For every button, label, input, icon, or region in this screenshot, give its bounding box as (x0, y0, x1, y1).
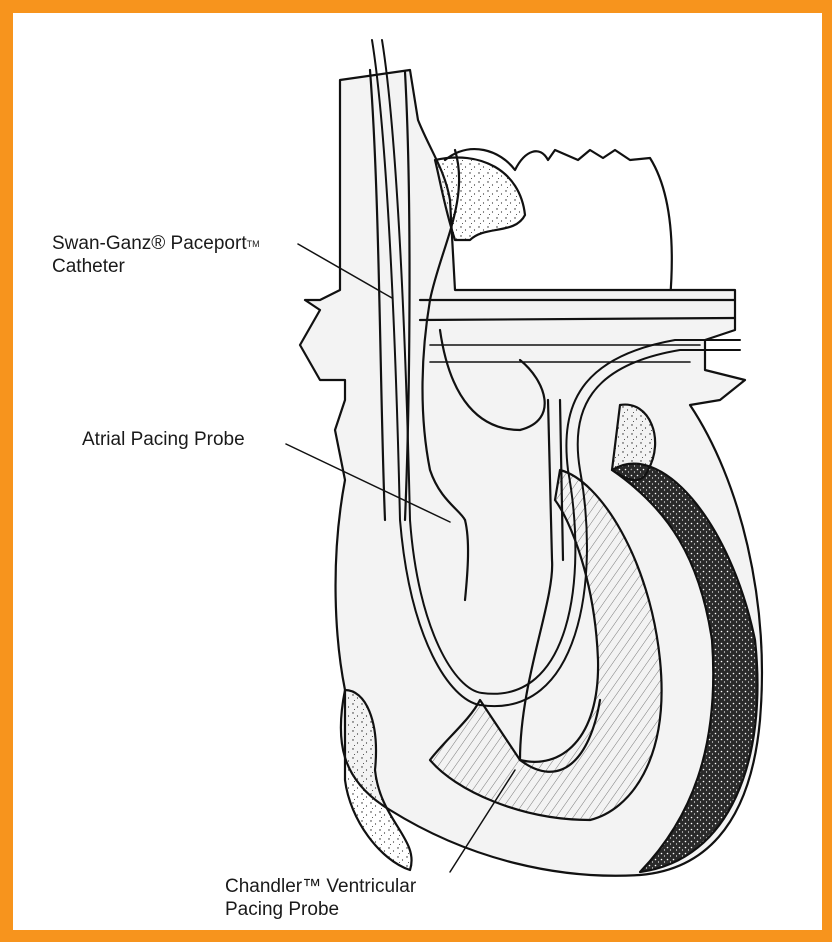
label-swan-ganz: Swan-Ganz® PaceportTM Catheter (52, 232, 260, 278)
label-chandler: Chandler™ Ventricular Pacing Probe (225, 875, 416, 921)
label-atrial-probe: Atrial Pacing Probe (82, 428, 245, 451)
